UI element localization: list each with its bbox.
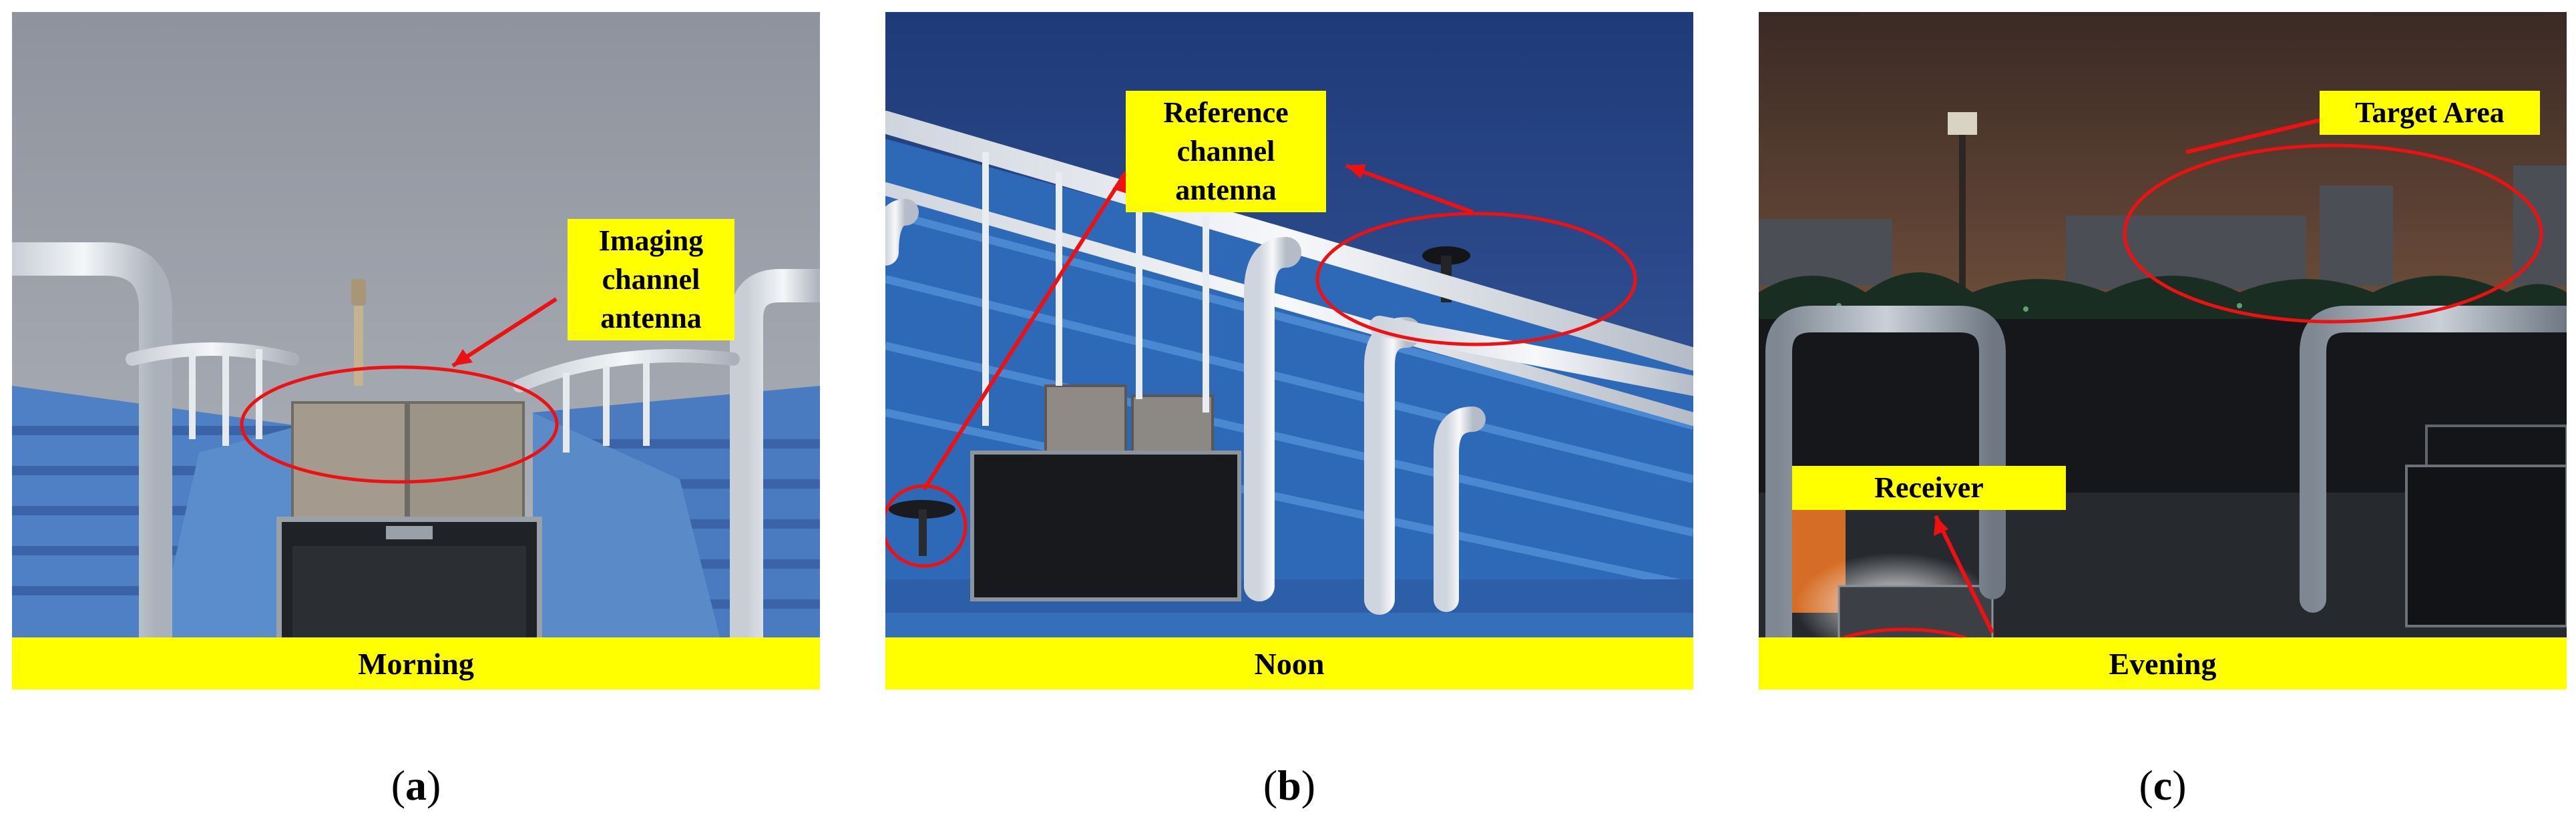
time-of-day-bar: Noon xyxy=(885,637,1693,690)
reference-antenna-label: Reference channel antenna xyxy=(1126,91,1326,212)
imaging-antenna-label: Imaging channel antenna xyxy=(568,219,734,340)
annotation-arrow xyxy=(2185,113,2340,154)
time-of-day-bar: Evening xyxy=(1759,637,2567,690)
target-area-label: Target Area xyxy=(2320,91,2540,135)
annotation-arrow xyxy=(1934,515,1994,634)
target-area-highlight xyxy=(2123,144,2543,324)
noon-photo xyxy=(885,12,1693,690)
photo-panel-evening: Target Area Receiver Evening xyxy=(1759,12,2567,690)
label-line: channel xyxy=(602,263,700,296)
morning-photo xyxy=(12,12,820,690)
label-line: Reference xyxy=(1163,96,1289,129)
subfigure-caption-a: (a) xyxy=(391,762,441,809)
right-antenna-highlight xyxy=(1315,212,1637,346)
annotation-arrow xyxy=(451,297,558,368)
photo-panel-noon: Reference channel antenna Noon xyxy=(885,12,1693,690)
photo-panel-morning: Imaging channel antenna Morning xyxy=(12,12,820,690)
antenna-highlight-ellipse xyxy=(240,365,559,484)
annotation-arrow xyxy=(1345,164,1474,214)
subfigure-caption-c: (c) xyxy=(2139,762,2187,809)
caption-letter: b xyxy=(1277,762,1301,809)
caption-letter: c xyxy=(2153,762,2173,809)
label-line: channel xyxy=(1176,135,1275,168)
time-of-day-bar: Morning xyxy=(12,637,820,690)
receiver-label: Receiver xyxy=(1792,466,2066,510)
label-line: antenna xyxy=(600,302,702,334)
subfigure-caption-b: (b) xyxy=(1263,762,1316,809)
label-line: Imaging xyxy=(598,224,704,257)
annotation-arrow xyxy=(922,171,1128,491)
caption-letter: a xyxy=(405,762,427,809)
label-line: antenna xyxy=(1175,174,1277,206)
